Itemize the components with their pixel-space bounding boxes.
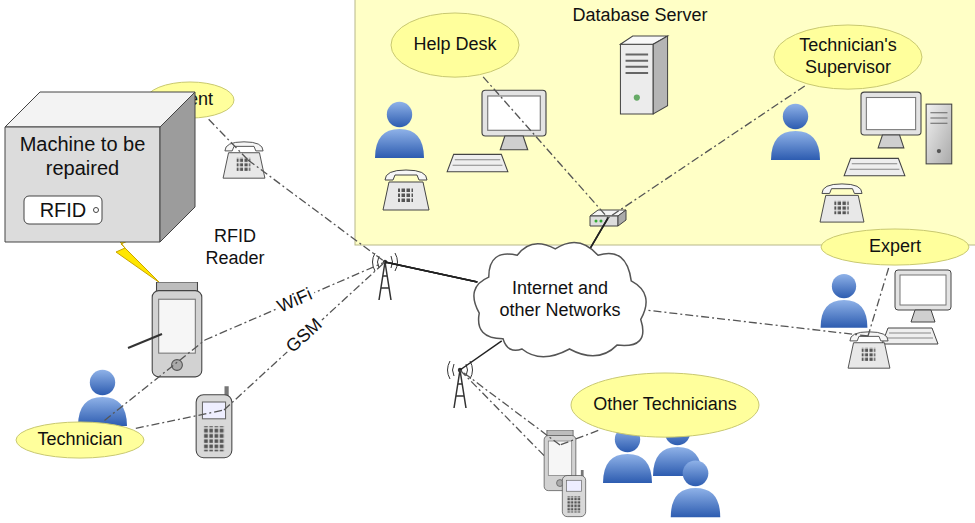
link-segment: [104, 340, 205, 420]
server-icon: [620, 36, 667, 114]
network-link: [590, 86, 805, 249]
label-ellipse: [821, 229, 969, 265]
network-link: [646, 268, 889, 336]
phone-icon: [820, 184, 864, 222]
link-segment: [136, 410, 224, 428]
node-text: Technician's Supervisor: [788, 35, 908, 78]
cloud-shape: [474, 242, 646, 356]
network-link: [136, 262, 478, 428]
label-ellipse: [571, 373, 759, 437]
node-text: Help Desk: [413, 34, 496, 56]
node-text: Technician: [37, 429, 122, 451]
link-segment: [608, 86, 805, 218]
link-segment: [460, 370, 560, 445]
keyboard-icon: [447, 154, 508, 171]
monitor-icon: [482, 90, 546, 149]
label-ellipse: [774, 25, 922, 89]
link-segment: [868, 268, 889, 336]
node-text: Other Technicians: [593, 394, 737, 416]
link-segment: [385, 262, 477, 282]
link-segment: [460, 341, 502, 370]
link-segment: [560, 430, 598, 445]
link-segment: [385, 262, 477, 282]
link-segment: [209, 119, 248, 160]
person-icon: [671, 461, 721, 518]
person-icon: [78, 370, 127, 426]
network-link: [483, 77, 608, 249]
technician-label: Technician: [15, 421, 145, 459]
label-ellipse: [16, 422, 144, 458]
node-text: Internet and other Networks: [495, 278, 625, 321]
tag-shape: [24, 196, 102, 224]
computer-tower: [926, 104, 952, 164]
help-desk-label: Help Desk: [390, 12, 520, 78]
phone-icon: [848, 332, 890, 368]
link-segment: [590, 218, 608, 249]
link-segment: [224, 262, 385, 410]
keyboard-icon: [844, 158, 905, 175]
link-segment: [248, 160, 385, 262]
monitor-icon: [895, 270, 951, 322]
link-label: GSM: [280, 313, 328, 359]
reader-label: RFID Reader: [200, 226, 270, 269]
machine-box: Machine to be repairedRFID: [5, 92, 200, 244]
link-segment: [590, 218, 608, 249]
server-label: Database Server: [572, 5, 707, 27]
link-segment: [483, 77, 608, 218]
antenna-icon: [448, 361, 473, 408]
link-segment: [385, 262, 477, 282]
supervisor-label: Technician's Supervisor: [773, 24, 923, 90]
antenna-icon: [373, 253, 398, 300]
link-label: WiFi: [272, 284, 318, 319]
expert-label: Expert: [820, 228, 970, 266]
server-room-panel: [355, 0, 975, 245]
node-text: Machine to be repaired: [5, 132, 160, 180]
person-icon: [375, 102, 424, 158]
rfid-tag: RFID: [23, 195, 103, 225]
keyboard-icon: [882, 328, 938, 344]
label-ellipse: [391, 13, 519, 77]
stylus: [128, 334, 162, 348]
machine-face: [160, 92, 195, 242]
person-icon: [821, 274, 868, 328]
other-technicians-label: Other Technicians: [570, 372, 760, 438]
link-segment: [646, 310, 868, 336]
monitor-icon: [861, 92, 921, 148]
machine-face: [5, 127, 160, 242]
cell-phone-icon: [562, 470, 585, 517]
phone-icon: [223, 142, 265, 178]
person-icon: [771, 104, 820, 160]
link-segment: [205, 262, 385, 340]
node-text: RFID: [40, 198, 87, 222]
network-cloud: Internet and other Networks: [465, 236, 655, 364]
phone-icon: [383, 170, 429, 210]
cell-phone-icon: [196, 386, 232, 457]
tag-hole: [94, 208, 99, 213]
network-link: [104, 262, 477, 420]
node-text: Expert: [869, 236, 921, 258]
